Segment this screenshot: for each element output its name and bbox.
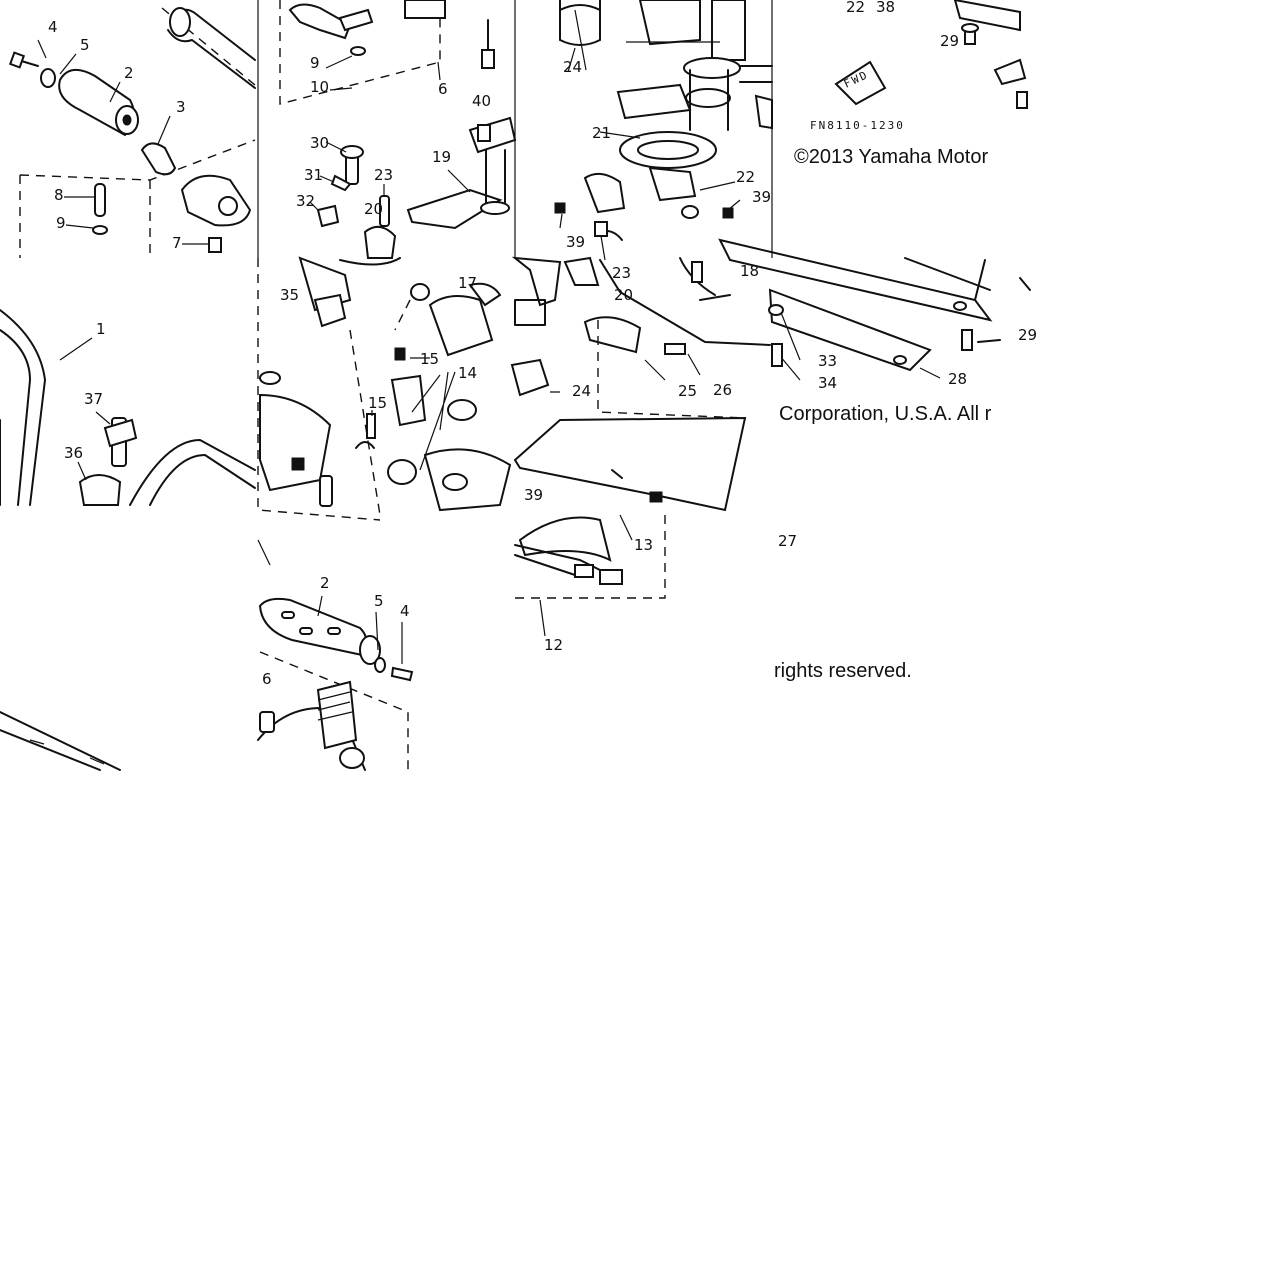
callout-29: 29: [1018, 326, 1037, 344]
callout-35: 35: [280, 286, 299, 304]
callout-28: 28: [948, 370, 967, 388]
callout-2: 2: [124, 64, 134, 82]
callout-39: 39: [752, 188, 771, 206]
callout-14: 14: [458, 364, 477, 382]
diagram-code: FN8110-1230: [810, 119, 905, 132]
callout-38: 38: [876, 0, 895, 16]
callout-13: 13: [634, 536, 653, 554]
switch-housing-middle: [257, 256, 512, 521]
callout-5: 5: [374, 592, 384, 610]
callout-27: 27: [778, 532, 797, 550]
lower-bracket-middle: [510, 256, 771, 512]
callout-33: 33: [818, 352, 837, 370]
callout-39: 39: [524, 486, 543, 504]
skid-plate-right: [718, 238, 1031, 381]
callout-39: 39: [566, 233, 585, 251]
callout-4: 4: [400, 602, 410, 620]
upper-bracket-assembly: [309, 116, 517, 259]
callout-34: 34: [818, 374, 837, 392]
fwd-indicator-area: FWD FN8110-1230: [810, 0, 1028, 132]
callout-36: 36: [64, 444, 83, 462]
callout-21: 21: [592, 124, 611, 142]
grip-assembly-top-left: [8, 7, 256, 258]
callout-24: 24: [563, 58, 582, 76]
callout-8: 8: [54, 186, 64, 204]
callout-4: 4: [48, 18, 58, 36]
callout-15: 15: [420, 350, 439, 368]
callout-20: 20: [614, 286, 633, 304]
callout-29: 29: [940, 32, 959, 50]
copyright-part-3: rights reserved.: [774, 660, 912, 682]
callout-5: 5: [80, 36, 90, 54]
callout-19: 19: [432, 148, 451, 166]
callout-15: 15: [368, 394, 387, 412]
callout-2: 2: [320, 574, 330, 592]
callout-10: 10: [310, 78, 329, 96]
callout-9: 9: [310, 54, 320, 72]
callout-12: 12: [544, 636, 563, 654]
callout-9: 9: [56, 214, 66, 232]
callout-23: 23: [374, 166, 393, 184]
callout-3: 3: [176, 98, 186, 116]
lever-bracket-top-middle: [279, 0, 495, 105]
callout-22: 22: [736, 168, 755, 186]
wiring-and-grip-lower: [0, 514, 666, 771]
callout-25: 25: [678, 382, 697, 400]
callout-17: 17: [458, 274, 477, 292]
callout-1: 1: [96, 320, 106, 338]
copyright-part-2: Corporation, U.S.A. All r: [779, 403, 992, 425]
callout-40: 40: [472, 92, 491, 110]
callout-30: 30: [310, 134, 329, 152]
callout-22: 22: [846, 0, 865, 16]
callout-37: 37: [84, 390, 103, 408]
callout-20: 20: [364, 200, 383, 218]
copyright-part-1: ©2013 Yamaha Motor: [794, 146, 989, 168]
steering-stem-clamps: [554, 0, 773, 261]
callout-24: 24: [572, 382, 591, 400]
callout-31: 31: [304, 166, 323, 184]
callout-32: 32: [296, 192, 315, 210]
callout-26: 26: [713, 381, 732, 399]
callout-6: 6: [438, 80, 448, 98]
callout-6: 6: [262, 670, 272, 688]
handlebar-left: [0, 309, 256, 506]
callout-23: 23: [612, 264, 631, 282]
callout-7: 7: [172, 234, 182, 252]
callout-18: 18: [740, 262, 759, 280]
